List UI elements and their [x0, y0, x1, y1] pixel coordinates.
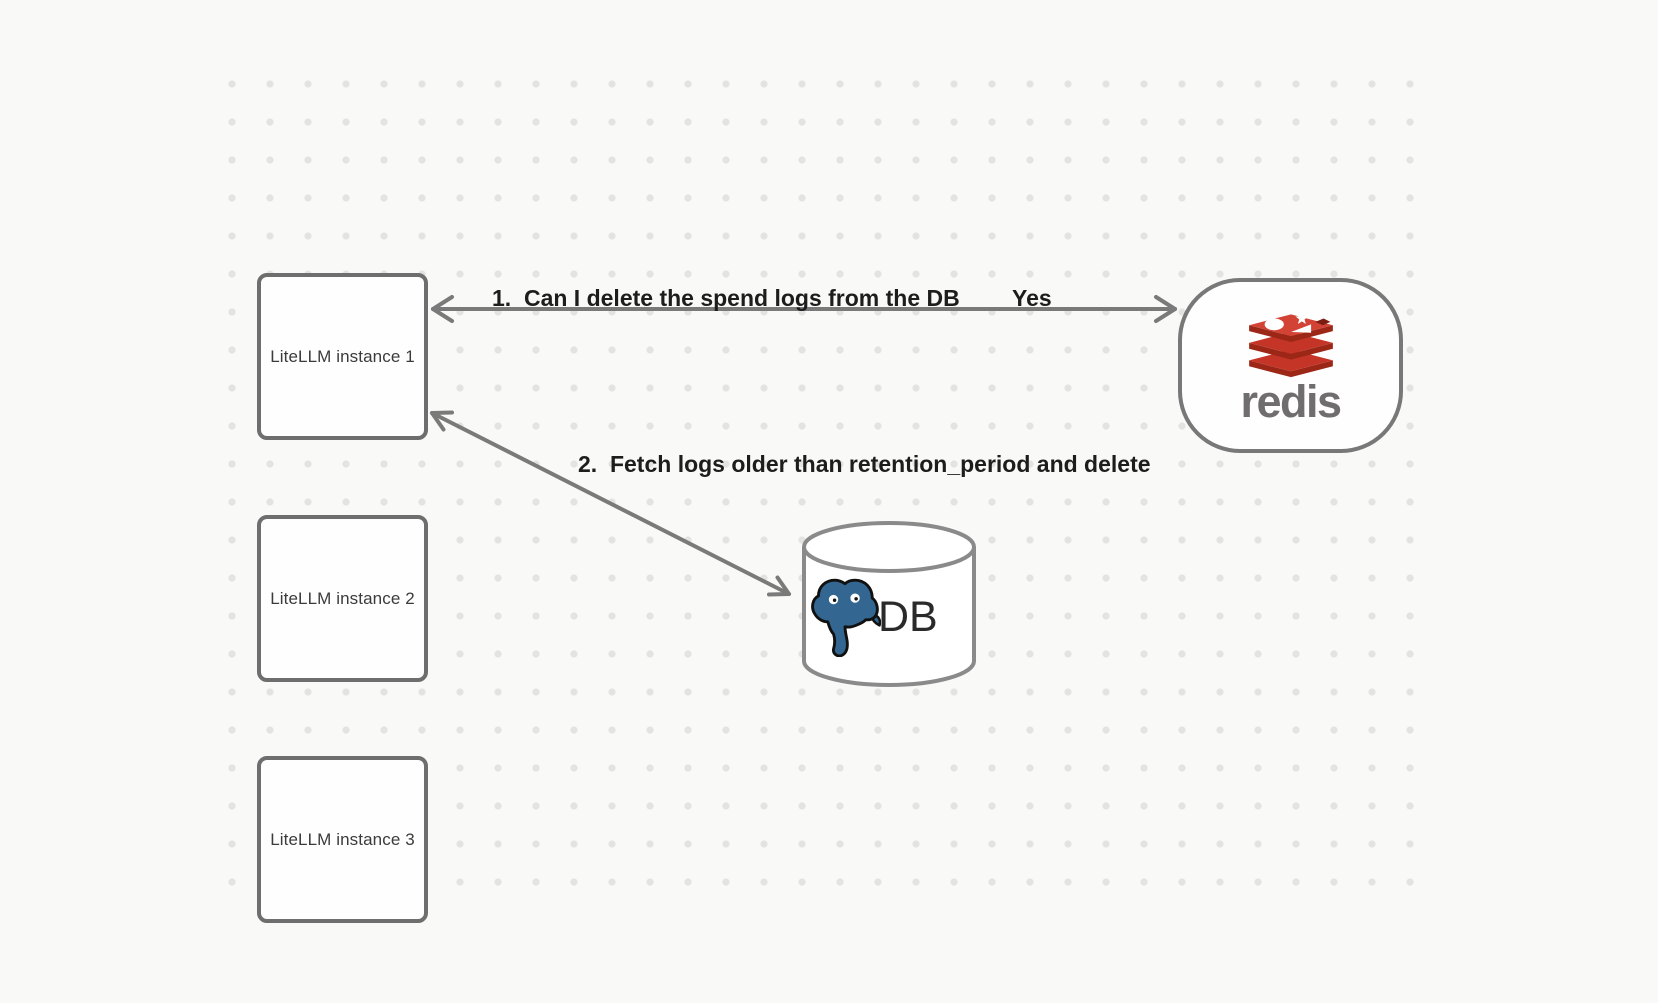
redis-node[interactable]: redis [1178, 278, 1403, 453]
litellm-instance-1-label: LiteLLM instance 1 [270, 346, 415, 366]
arrow-1-response-label: Yes [1012, 285, 1052, 311]
arrow-can-i-delete-spend-logs[interactable] [431, 295, 1177, 323]
db-label: DB [878, 593, 938, 641]
litellm-instance-1-node[interactable]: LiteLLM instance 1 [257, 273, 428, 440]
litellm-instance-3-node[interactable]: LiteLLM instance 3 [257, 756, 428, 923]
arrow-2-label: 2. Fetch logs older than retention_perio… [578, 451, 1151, 477]
litellm-instance-2-label: LiteLLM instance 2 [270, 588, 415, 608]
db-node[interactable]: DB [800, 518, 978, 690]
redis-label: redis [1240, 376, 1342, 427]
redis-logo-icon [1248, 311, 1333, 378]
postgresql-elephant-icon [811, 578, 881, 657]
arrow-1-label: 1. Can I delete the spend logs from the … [492, 285, 960, 311]
arrow-fetch-logs-older[interactable] [430, 410, 791, 597]
litellm-instance-3-label: LiteLLM instance 3 [270, 829, 415, 849]
litellm-instance-2-node[interactable]: LiteLLM instance 2 [257, 515, 428, 682]
